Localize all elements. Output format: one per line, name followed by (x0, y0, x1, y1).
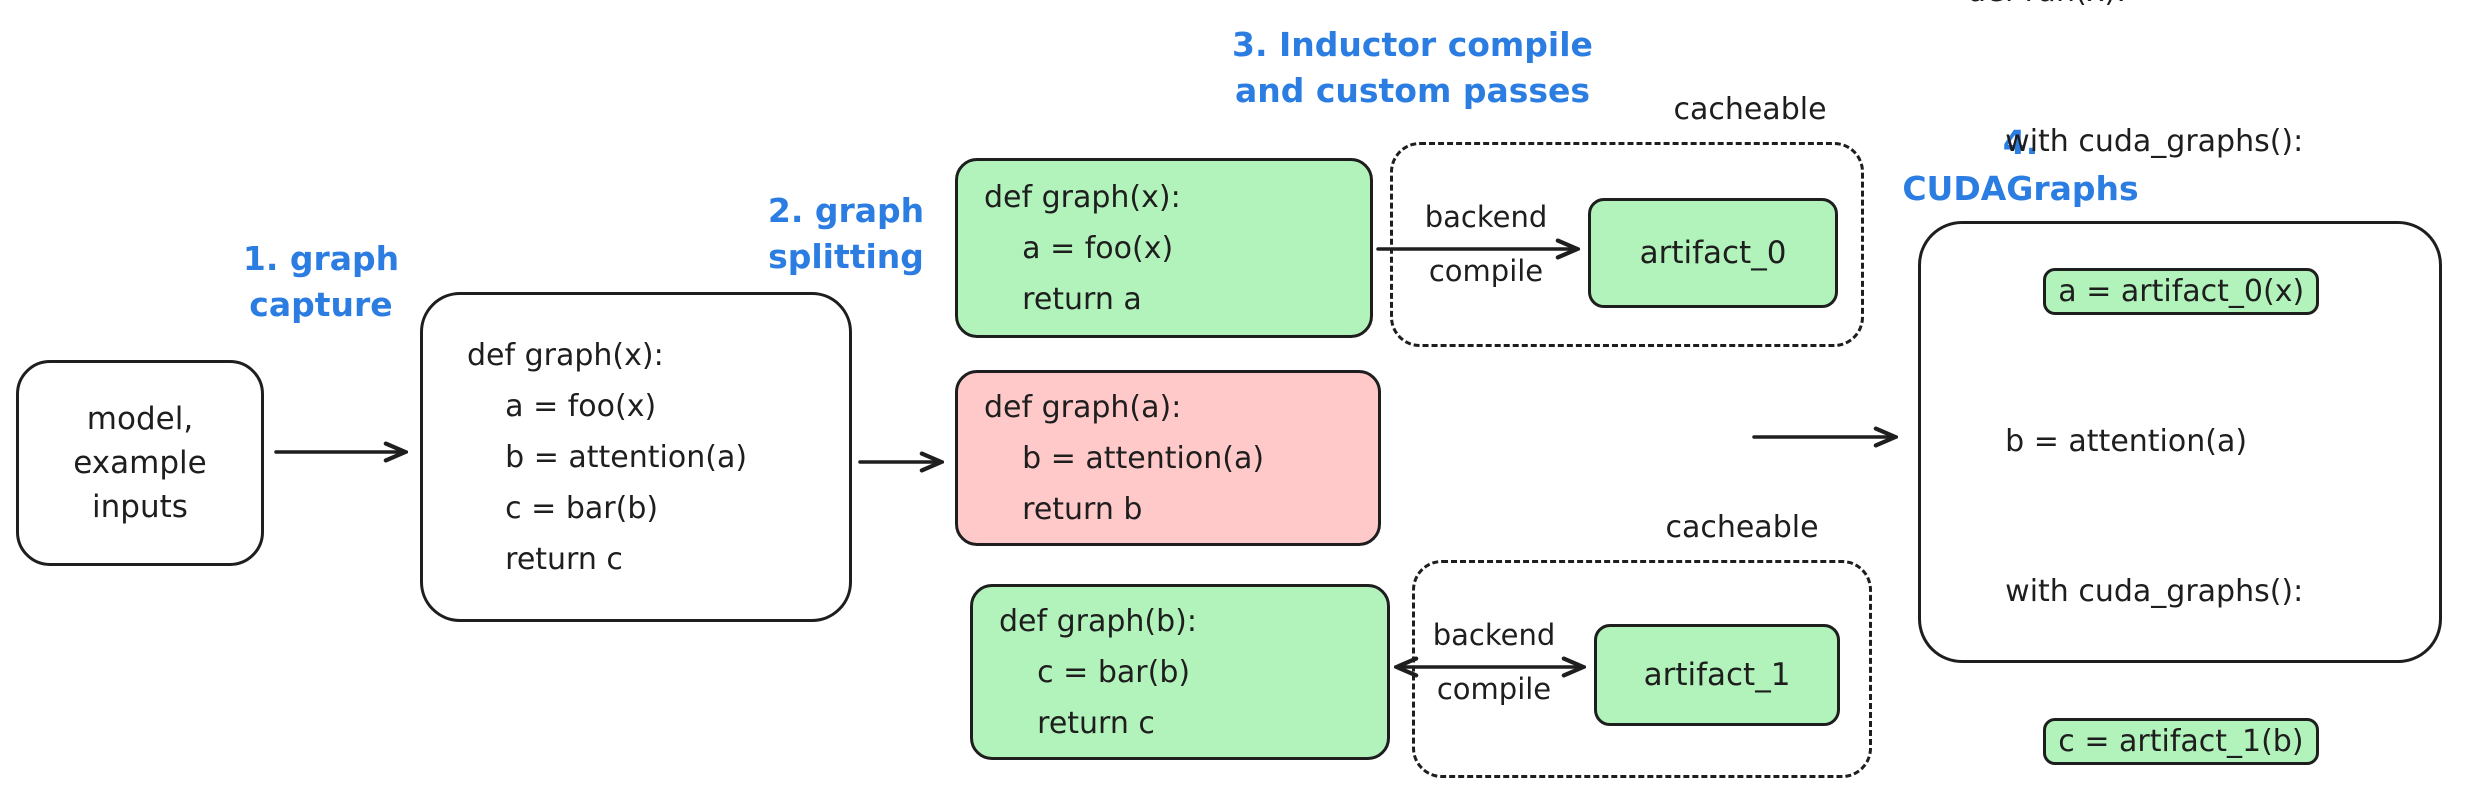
cacheable-label-top: cacheable (1673, 92, 1827, 127)
captured-graph-box: def graph(x): a = foo(x) b = attention(a… (420, 292, 852, 622)
code-line: with cuda_graphs(): (2005, 574, 2304, 609)
code-line: with cuda_graphs(): (2005, 124, 2304, 159)
code-line-highlight-artifact-0: a = artifact_0(x) (1967, 267, 2320, 317)
artifact-0-box: artifact_0 (1588, 198, 1838, 308)
cacheable-label-bottom: cacheable (1665, 510, 1819, 545)
split-graph-code-foo: def graph(x): a = foo(x) return a (984, 179, 1181, 317)
backend-label-top: backend (1424, 200, 1548, 234)
cacheable-region-bottom (1412, 560, 1872, 778)
step-label-inductor-compile: 3. Inductor compile and custom passes (1232, 25, 1593, 110)
cudagraphs-wrapper-code: def run(x): with cuda_graphs(): a = arti… (1967, 0, 2320, 794)
cacheable-region-top (1390, 142, 1864, 347)
code-line-highlight-artifact-1: c = artifact_1(b) (1967, 717, 2319, 767)
artifact-1-label: artifact_1 (1643, 657, 1791, 693)
cudagraphs-wrapper-box: def run(x): with cuda_graphs(): a = arti… (1918, 0, 2442, 765)
artifact-1-box: artifact_1 (1594, 624, 1840, 726)
split-graph-code-bar: def graph(b): c = bar(b) return c (999, 603, 1197, 741)
artifact-1-call-highlight: c = artifact_1(b) (2043, 718, 2319, 765)
artifact-0-call-highlight: a = artifact_0(x) (2043, 268, 2320, 315)
step-label-graph-splitting: 2. graph splitting (767, 191, 925, 276)
model-inputs-text: model, example inputs (73, 401, 207, 525)
split-graph-box-foo: def graph(x): a = foo(x) return a (955, 158, 1373, 338)
split-graph-code-attention: def graph(a): b = attention(a) return b (984, 389, 1265, 527)
compile-label-top: compile (1428, 254, 1544, 288)
step-label-graph-capture: 1. graph capture (242, 239, 400, 324)
backend-label-bottom: backend (1432, 618, 1556, 652)
split-graph-box-bar: def graph(b): c = bar(b) return c (970, 584, 1390, 760)
code-line: b = attention(a) (2005, 424, 2248, 459)
artifact-0-label: artifact_0 (1639, 235, 1787, 271)
split-graph-box-attention: def graph(a): b = attention(a) return b (955, 370, 1381, 546)
captured-graph-code: def graph(x): a = foo(x) b = attention(a… (467, 337, 748, 577)
compile-label-bottom: compile (1436, 672, 1552, 706)
model-inputs-box: model, example inputs (16, 360, 264, 566)
code-line: def run(x): (1967, 0, 2319, 17)
